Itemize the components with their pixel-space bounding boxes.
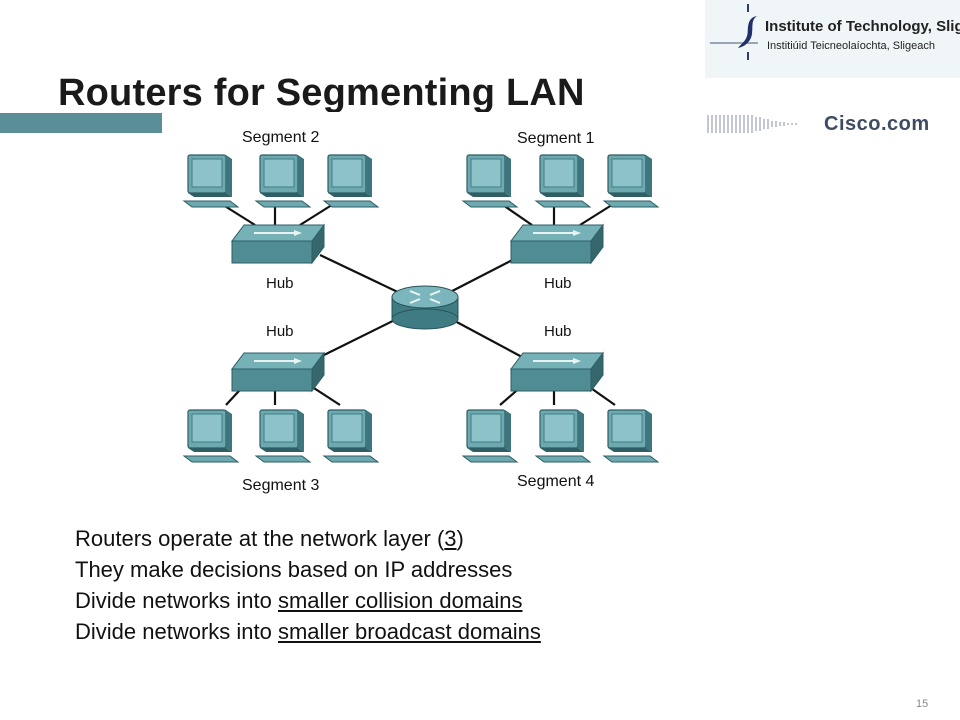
bullet-item: They make decisions based on IP addresse… [75, 557, 513, 582]
slide-title: Routers for Segmenting LAN [58, 72, 585, 112]
network-diagram: Segment 2 Segment 1 Segment 3 Segment 4 … [170, 125, 680, 500]
bullet-item: Routers operate at the network layer (3) [75, 526, 464, 551]
pc-icon [535, 154, 591, 208]
logo-line2: Institiúid Teicneolaíochta, Sligeach [767, 40, 935, 52]
hub-icon [510, 224, 604, 264]
pc-icon [323, 409, 379, 463]
cisco-logo: Cisco.com [824, 113, 930, 135]
hub-label: Hub [544, 275, 572, 292]
hub-icon [231, 352, 325, 392]
it-sligo-logo-icon [738, 4, 757, 60]
hub-icon [510, 352, 604, 392]
logo-divider [710, 42, 758, 44]
bullet-item: Divide networks into smaller broadcast d… [75, 619, 541, 644]
title-accent-bar [0, 113, 162, 133]
bullet-item: Divide networks into smaller collision d… [75, 588, 523, 613]
pc-icon [603, 409, 659, 463]
segment-label: Segment 3 [242, 477, 320, 494]
pc-icon [462, 409, 518, 463]
pc-icon [183, 409, 239, 463]
pc-icon [462, 154, 518, 208]
router-icon [391, 285, 459, 330]
pc-icon [255, 154, 311, 208]
pc-icon [603, 154, 659, 208]
pc-icon [323, 154, 379, 208]
collision-domains-link[interactable]: smaller collision domains [277, 588, 523, 613]
network-diagram-svg [183, 154, 659, 463]
pc-icon [535, 409, 591, 463]
hub-icon [231, 224, 325, 264]
hub-label: Hub [266, 275, 294, 292]
segment-label: Segment 4 [517, 473, 595, 490]
hub-label: Hub [544, 323, 572, 340]
pc-icon [183, 154, 239, 208]
page-number: 15 [916, 698, 929, 710]
hub-label: Hub [266, 323, 294, 340]
bullet-list: Routers operate at the network layer (3)… [75, 523, 541, 647]
cisco-bars-icon [707, 115, 797, 133]
segment-label: Segment 2 [242, 129, 320, 146]
logo-line1: Institute of Technology, Sligo [765, 18, 960, 35]
pc-icon [255, 409, 311, 463]
segment-label: Segment 1 [517, 130, 595, 147]
layer-link[interactable]: 3 [444, 526, 457, 551]
broadcast-domains-link[interactable]: smaller broadcast domains [277, 619, 541, 644]
